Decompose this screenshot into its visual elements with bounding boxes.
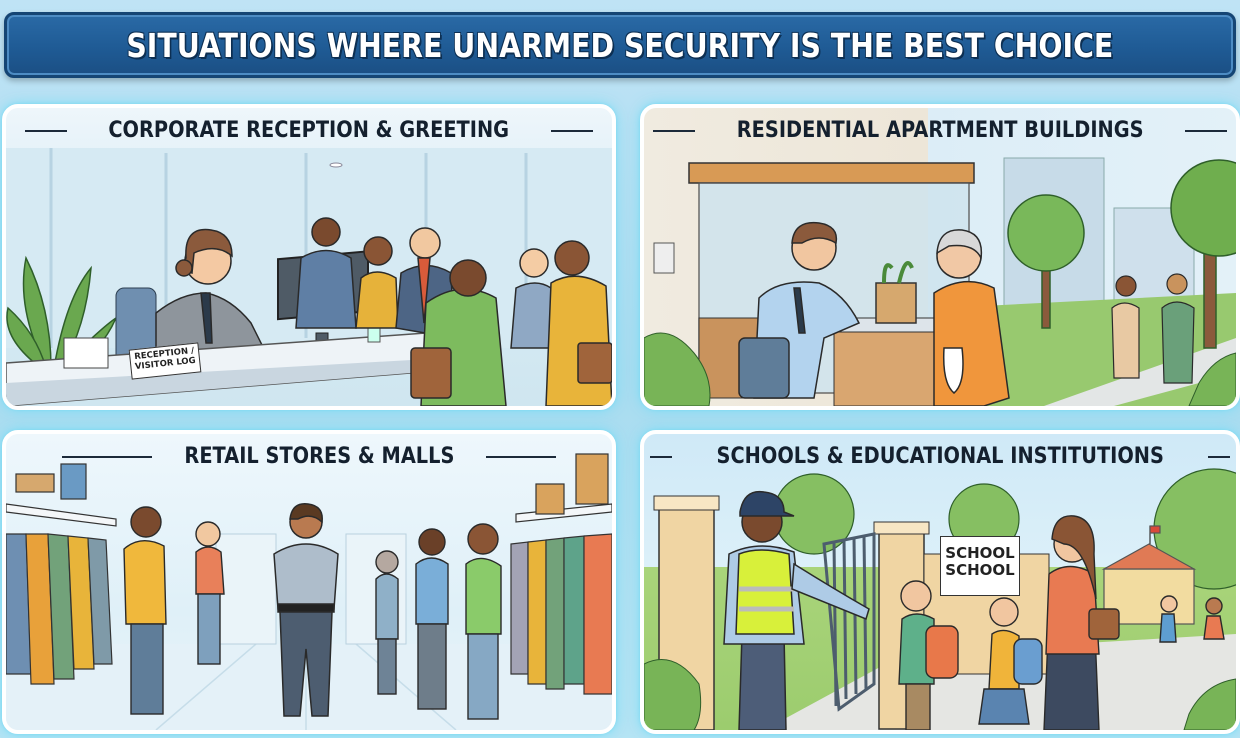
gate-guard bbox=[723, 490, 870, 730]
open-gate bbox=[822, 532, 876, 712]
title-dash-right bbox=[1185, 129, 1228, 132]
elderly-resident bbox=[933, 229, 1010, 406]
orange-backpack-icon bbox=[925, 625, 959, 679]
title-banner: SITUATIONS WHERE UNARMED SECURITY IS THE… bbox=[4, 12, 1236, 78]
title-dash-left bbox=[61, 455, 152, 458]
panel-title: RETAIL STORES & MALLS bbox=[183, 444, 455, 469]
panel-title: SCHOOLS & EDUCATIONAL INSTITUTIONS bbox=[716, 444, 1164, 469]
intercom-panel-icon bbox=[653, 242, 675, 274]
title-dash-right bbox=[486, 455, 557, 458]
blue-backpack-icon bbox=[1013, 638, 1043, 685]
panel-title: RESIDENTIAL APARTMENT BUILDINGS bbox=[736, 118, 1144, 143]
patrolling-guard bbox=[273, 503, 339, 717]
title-dash-right bbox=[550, 129, 593, 132]
school-scene-illustration bbox=[644, 468, 1236, 730]
title-dash-right bbox=[1208, 455, 1231, 458]
school-sign-line-2: SCHOOL bbox=[945, 561, 1015, 580]
panel-title: CORPORATE RECEPTION & GREETING bbox=[108, 118, 510, 143]
school-building-icon bbox=[1101, 525, 1197, 625]
title-dash-left bbox=[25, 129, 68, 132]
school-sign: SCHOOL SCHOOL bbox=[940, 536, 1020, 596]
reception-scene-illustration bbox=[6, 148, 612, 406]
panel-title-row: RESIDENTIAL APARTMENT BUILDINGS bbox=[644, 118, 1236, 143]
page-title: SITUATIONS WHERE UNARMED SECURITY IS THE… bbox=[126, 25, 1114, 65]
clothing-rack-left bbox=[6, 463, 117, 685]
panel-title-row: RETAIL STORES & MALLS bbox=[6, 444, 612, 469]
clothing-rack-right bbox=[510, 453, 612, 695]
retail-scene-illustration bbox=[6, 453, 612, 730]
grocery-bag-icon bbox=[875, 261, 917, 324]
panel-title-row: SCHOOLS & EDUCATIONAL INSTITUTIONS bbox=[644, 444, 1236, 469]
panel-schools: SCHOOL SCHOOL SCHOOLS & EDUCATIONAL INST… bbox=[640, 430, 1240, 734]
panel-retail-stores: RETAIL STORES & MALLS bbox=[2, 430, 616, 734]
tree-icon bbox=[1007, 159, 1236, 349]
panel-residential-apartments: RESIDENTIAL APARTMENT BUILDINGS bbox=[640, 104, 1240, 410]
title-dash-left bbox=[649, 455, 672, 458]
title-dash-left bbox=[652, 129, 695, 132]
residential-scene-illustration bbox=[644, 157, 1236, 406]
panel-title-row: CORPORATE RECEPTION & GREETING bbox=[6, 118, 612, 143]
booth-guard bbox=[738, 221, 861, 399]
school-sign-line-1: SCHOOL bbox=[945, 544, 1015, 562]
panel-corporate-reception: RECEPTION / VISITOR LOG CORPORATE RECEPT… bbox=[2, 104, 616, 410]
